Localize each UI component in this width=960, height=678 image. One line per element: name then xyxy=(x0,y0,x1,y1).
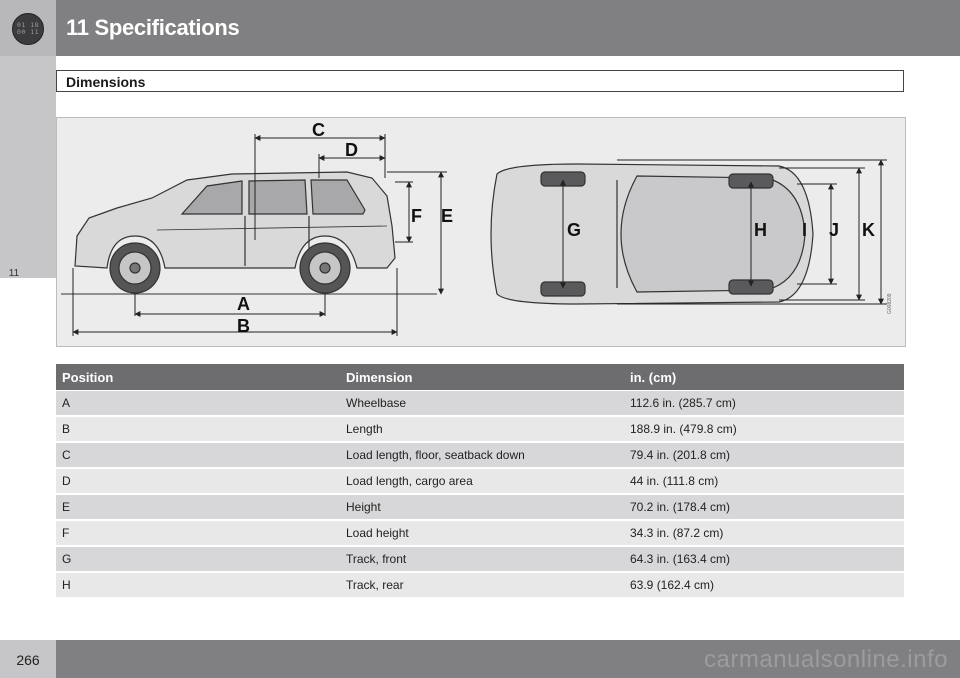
column-header-position: Position xyxy=(56,364,340,391)
chapter-side-tab: 11 xyxy=(0,56,56,279)
cell-position: F xyxy=(56,521,340,547)
footer-tab: 266 xyxy=(0,640,56,678)
chapter-icon: 01 18 00 11 xyxy=(12,13,44,45)
cell-value: 79.4 in. (201.8 cm) xyxy=(624,443,904,469)
cell-position: A xyxy=(56,391,340,417)
cell-position: E xyxy=(56,495,340,521)
column-header-dimension: Dimension xyxy=(340,364,624,391)
cell-dimension: Load length, cargo area xyxy=(340,469,624,495)
column-header-value: in. (cm) xyxy=(624,364,904,391)
table-row: H Track, rear 63.9 (162.4 cm) xyxy=(56,573,904,599)
cell-value: 44 in. (111.8 cm) xyxy=(624,469,904,495)
side-view-vehicle xyxy=(74,171,396,294)
dimension-label-b: B xyxy=(237,316,250,336)
table-row: A Wheelbase 112.6 in. (285.7 cm) xyxy=(56,391,904,417)
page-footer: 266 carmanualsonline.info xyxy=(0,640,960,678)
table-header-row: Position Dimension in. (cm) xyxy=(56,364,904,391)
dimension-label-a: A xyxy=(237,294,250,314)
cell-value: 34.3 in. (87.2 cm) xyxy=(624,521,904,547)
cell-position: B xyxy=(56,417,340,443)
chapter-side-tab-label: 11 xyxy=(8,268,20,279)
top-view-dimension-lines xyxy=(560,159,887,305)
dimension-label-h: H xyxy=(754,220,767,240)
dimension-label-c: C xyxy=(312,120,325,140)
page-number: 266 xyxy=(16,652,40,668)
cell-position: D xyxy=(56,469,340,495)
section-title: Dimensions xyxy=(66,74,146,90)
header-tab: 01 18 00 11 xyxy=(0,0,56,56)
dimension-label-k: K xyxy=(862,220,875,240)
cell-position: H xyxy=(56,573,340,599)
dimension-label-g: G xyxy=(567,220,581,240)
cell-dimension: Track, rear xyxy=(340,573,624,599)
cell-value: 112.6 in. (285.7 cm) xyxy=(624,391,904,417)
side-view-dimension-lines xyxy=(72,134,447,336)
cell-value: 64.3 in. (163.4 cm) xyxy=(624,547,904,573)
dimensions-table: Position Dimension in. (cm) A Wheelbase … xyxy=(56,364,904,599)
table-row: D Load length, cargo area 44 in. (111.8 … xyxy=(56,469,904,495)
chapter-icon-bottom-code: 00 11 xyxy=(16,28,40,36)
dimension-label-f: F xyxy=(411,206,422,226)
cell-dimension: Load height xyxy=(340,521,624,547)
top-view-vehicle xyxy=(490,163,814,305)
dimension-label-e: E xyxy=(441,206,453,226)
cell-dimension: Load length, floor, seatback down xyxy=(340,443,624,469)
cell-position: G xyxy=(56,547,340,573)
cell-dimension: Track, front xyxy=(340,547,624,573)
table-row: C Load length, floor, seatback down 79.4… xyxy=(56,443,904,469)
cell-value: 70.2 in. (178.4 cm) xyxy=(624,495,904,521)
cell-dimension: Height xyxy=(340,495,624,521)
table-row: G Track, front 64.3 in. (163.4 cm) xyxy=(56,547,904,573)
table-row: B Length 188.9 in. (479.8 cm) xyxy=(56,417,904,443)
figure-id: G008209 xyxy=(887,293,893,314)
cell-position: C xyxy=(56,443,340,469)
dimension-label-i: I xyxy=(802,220,807,240)
cell-dimension: Wheelbase xyxy=(340,391,624,417)
chapter-icon-top-code: 01 18 xyxy=(16,21,40,29)
cell-dimension: Length xyxy=(340,417,624,443)
dimension-label-d: D xyxy=(345,140,358,160)
watermark: carmanualsonline.info xyxy=(704,646,948,673)
dimension-label-j: J xyxy=(829,220,839,240)
page-header: 01 18 00 11 11 Specifications xyxy=(0,0,960,56)
table-row: E Height 70.2 in. (178.4 cm) xyxy=(56,495,904,521)
cell-value: 63.9 (162.4 cm) xyxy=(624,573,904,599)
section-heading-box: Dimensions xyxy=(56,70,904,92)
vehicle-dimensions-drawing: C D F E A B G H I J K xyxy=(61,120,887,336)
table-row: F Load height 34.3 in. (87.2 cm) xyxy=(56,521,904,547)
cell-value: 188.9 in. (479.8 cm) xyxy=(624,417,904,443)
page-title: 11 Specifications xyxy=(66,15,240,40)
dimensions-illustration: C D F E A B G H I J K G008209 xyxy=(56,117,906,347)
